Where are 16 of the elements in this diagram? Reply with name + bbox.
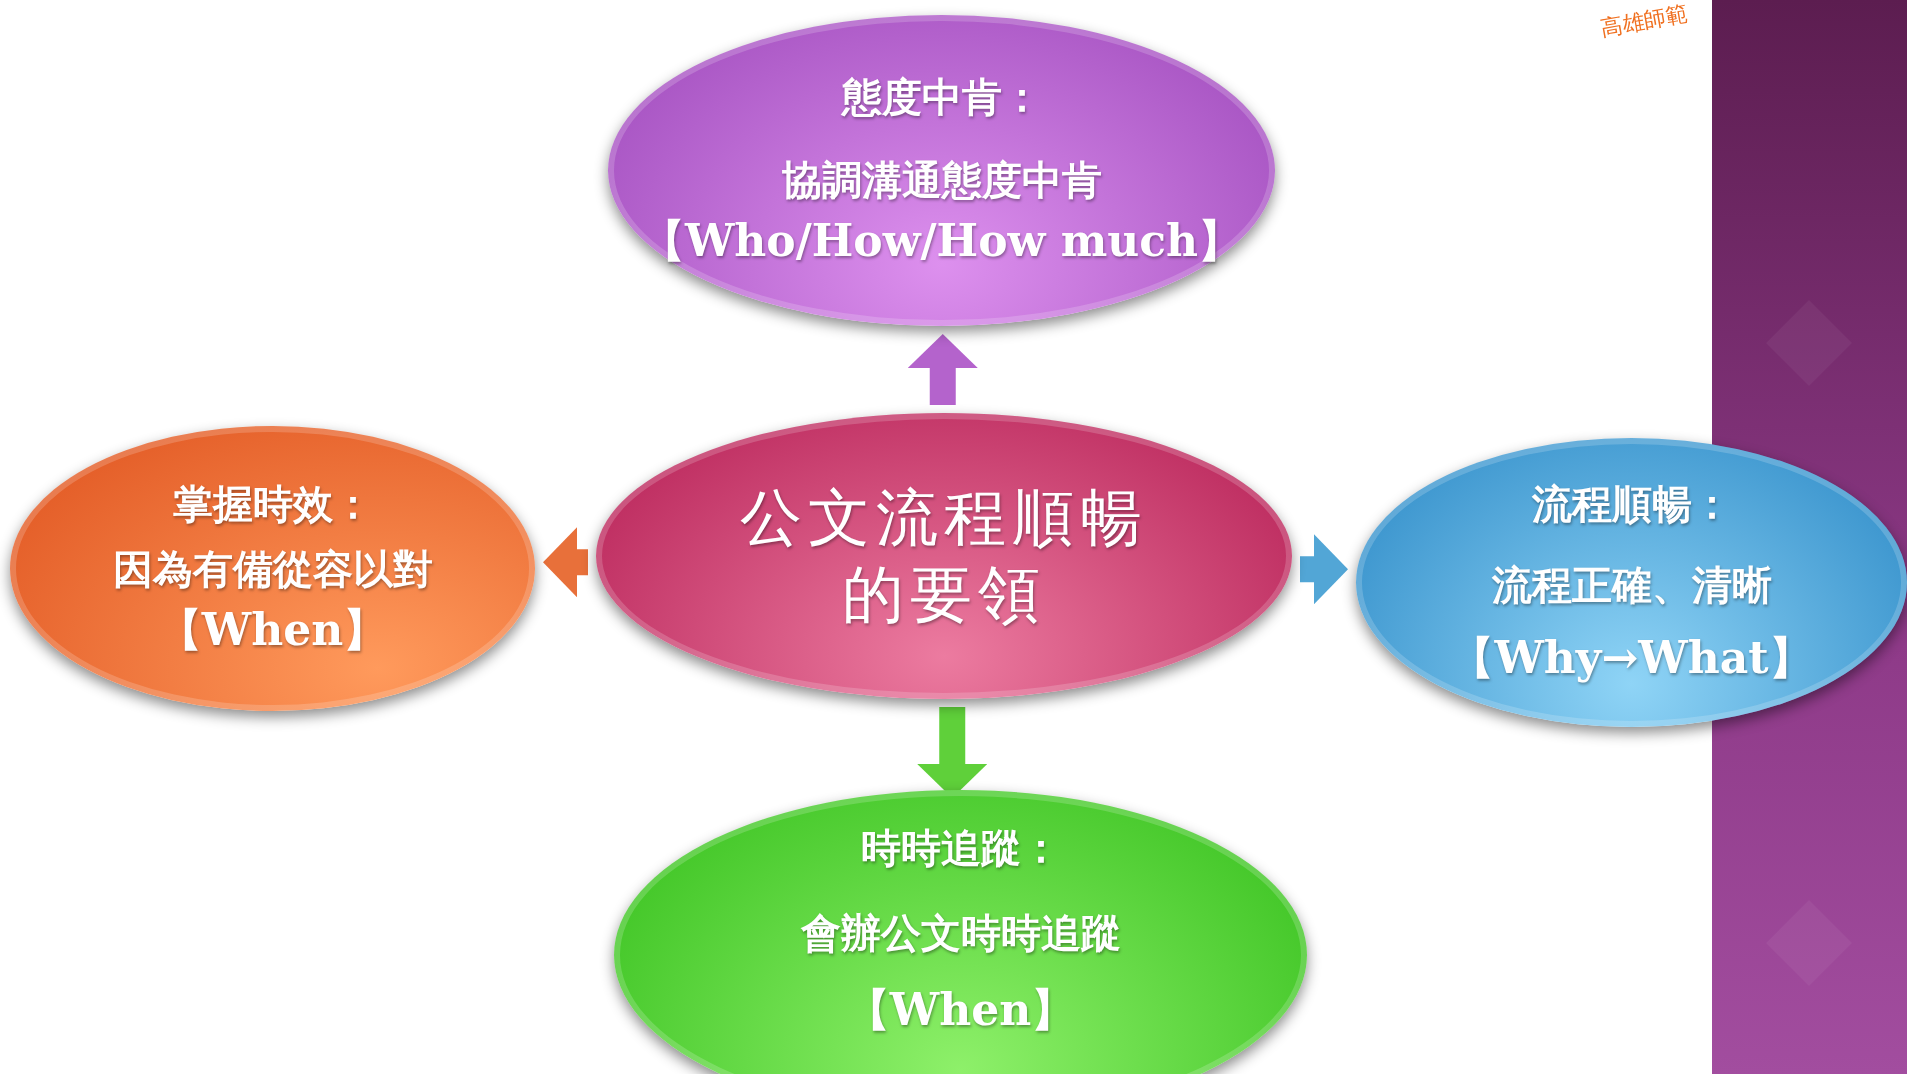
node-heading: 時時追蹤： <box>860 822 1061 873</box>
node-text: 【When】 <box>845 982 1076 1037</box>
block-arrow <box>907 334 978 405</box>
node-text: 公文流程順暢的要領 <box>739 479 1149 633</box>
note-text: 高雄師範 <box>1598 0 1690 43</box>
node-text: 因為有備從容以對 <box>112 544 433 594</box>
node-text: 會辦公文時時追蹤 <box>800 907 1121 958</box>
node-text: 【When】 <box>157 603 388 657</box>
node-heading: 掌握時效： <box>172 479 373 529</box>
node-text: 【Who/How/How much】 <box>640 214 1243 268</box>
block-arrow <box>543 527 588 598</box>
node-heading: 流程順暢： <box>1531 479 1732 529</box>
node-text: 流程正確、清晰 <box>1491 560 1772 610</box>
node-text: 【Why→What】 <box>1450 631 1813 685</box>
node-text: 協調溝通態度中肯 <box>781 155 1102 205</box>
node-heading: 態度中肯： <box>841 72 1042 122</box>
